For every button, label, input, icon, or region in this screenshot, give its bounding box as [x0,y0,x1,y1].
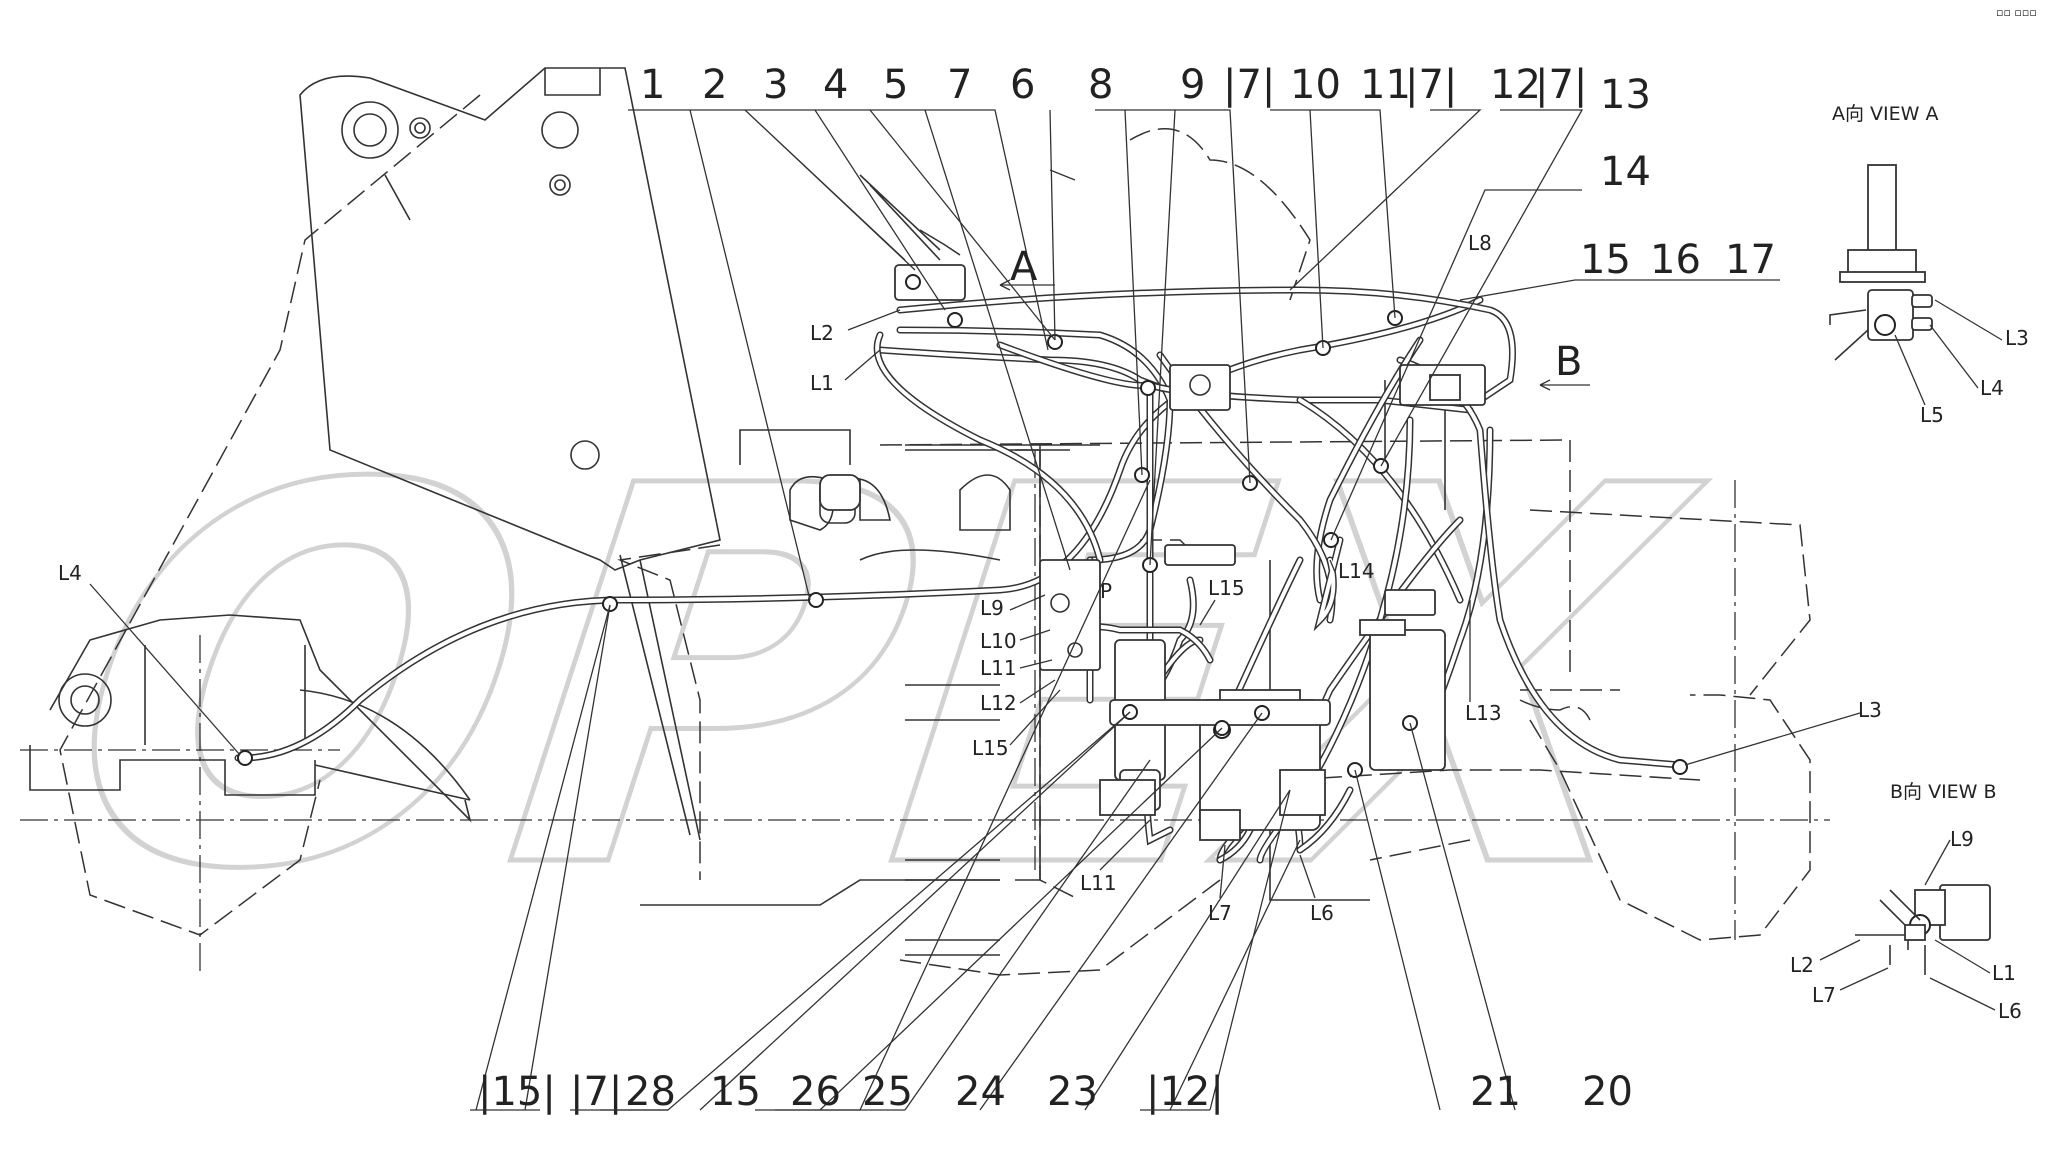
item-label: 15 [710,1069,761,1115]
item-label: 25 [862,1069,913,1115]
item-label: 7 [947,62,972,108]
watermark: OPEX [0,375,1759,985]
item-label: |7| [1535,62,1587,108]
item-label: 14 [1600,149,1651,195]
item-label: 23 [1047,1069,1098,1115]
view-a-label: L3 [2005,326,2029,350]
item-label: 10 [1290,62,1341,108]
item-label: 9 [1180,62,1205,108]
item-label: |7| [570,1069,622,1115]
item-label: 6 [1010,62,1035,108]
connector-labels: L4 L1 L2 L8 L9 L10 L11 L12 L15 L15 L14 L… [58,231,1882,925]
item-label: |7| [1405,62,1457,108]
item-label: 5 [883,62,908,108]
view-b-label: L2 [1790,953,1814,977]
view-b-detail [1855,884,1991,975]
connector-label: L9 [980,596,1004,620]
item-label: 3 [763,62,788,108]
item-label: |7| [1223,62,1275,108]
item-label: 15 [1580,237,1631,283]
connector-label: L3 [1858,698,1882,722]
item-label: 11 [1360,62,1411,108]
valve-marker: P [1100,579,1112,603]
item-label: 2 [702,62,727,108]
item-label: 28 [625,1069,676,1115]
top-item-labels: 1 2 3 4 5 7 6 8 9 |7| 10 11 |7| 12 |7| 1… [640,62,1776,283]
bottom-item-labels: |15| |7| 28 15 26 25 24 23 |12| 21 20 [470,1069,1633,1115]
item-label: |15| [478,1069,556,1115]
item-label: 20 [1582,1069,1633,1115]
view-a-title: A向 VIEW A [1832,103,1938,125]
item-label: 26 [790,1069,841,1115]
view-b-label: L6 [1998,999,2022,1023]
connector-label: L15 [972,736,1009,760]
connector-label: L4 [58,561,82,585]
watermark-text: OPEX [0,378,1757,983]
view-b-label: L7 [1812,983,1836,1007]
view-b-labels: B向 VIEW B L9 L2 L1 L7 L6 [1790,781,2022,1023]
item-label: 8 [1088,62,1113,108]
connector-label: L2 [810,321,834,345]
connector-label: L6 [1310,901,1334,925]
connector-label: L11 [1080,871,1117,895]
item-label: 12 [1490,62,1541,108]
view-b-label: L1 [1992,961,2016,985]
connector-label: L14 [1338,559,1375,583]
item-label: 1 [640,62,665,108]
view-a-detail [1829,164,1933,361]
item-label: |12| [1146,1069,1224,1115]
leader-lines [475,109,1780,1111]
corner-mark: ▫▫ ▫▫▫ [1996,6,2037,19]
components: P [237,174,1688,841]
view-b-title: B向 VIEW B [1890,781,1997,803]
connector-label: L11 [980,656,1017,680]
item-label: 16 [1650,237,1701,283]
section-arrow-b: B [1539,339,1590,391]
view-b-label: L9 [1950,827,1974,851]
view-marker-b: B [1555,339,1582,385]
connector-label: L15 [1208,576,1245,600]
item-label: 17 [1725,237,1776,283]
connector-label: L10 [980,629,1017,653]
connector-label: L13 [1465,701,1502,725]
view-a-labels: A向 VIEW A L3 L4 L5 [1832,103,2029,427]
section-arrow-a: A [999,244,1055,291]
connector-label: L7 [1208,901,1232,925]
view-a-label: L4 [1980,376,2004,400]
view-marker-a: A [1010,244,1038,290]
item-label: 13 [1600,72,1651,118]
connector-label: L1 [810,371,834,395]
item-label: 21 [1470,1069,1521,1115]
item-label: 4 [823,62,848,108]
item-label: 24 [955,1069,1006,1115]
view-a-label: L5 [1920,403,1944,427]
connector-label: L8 [1468,231,1492,255]
connector-label: L12 [980,691,1017,715]
